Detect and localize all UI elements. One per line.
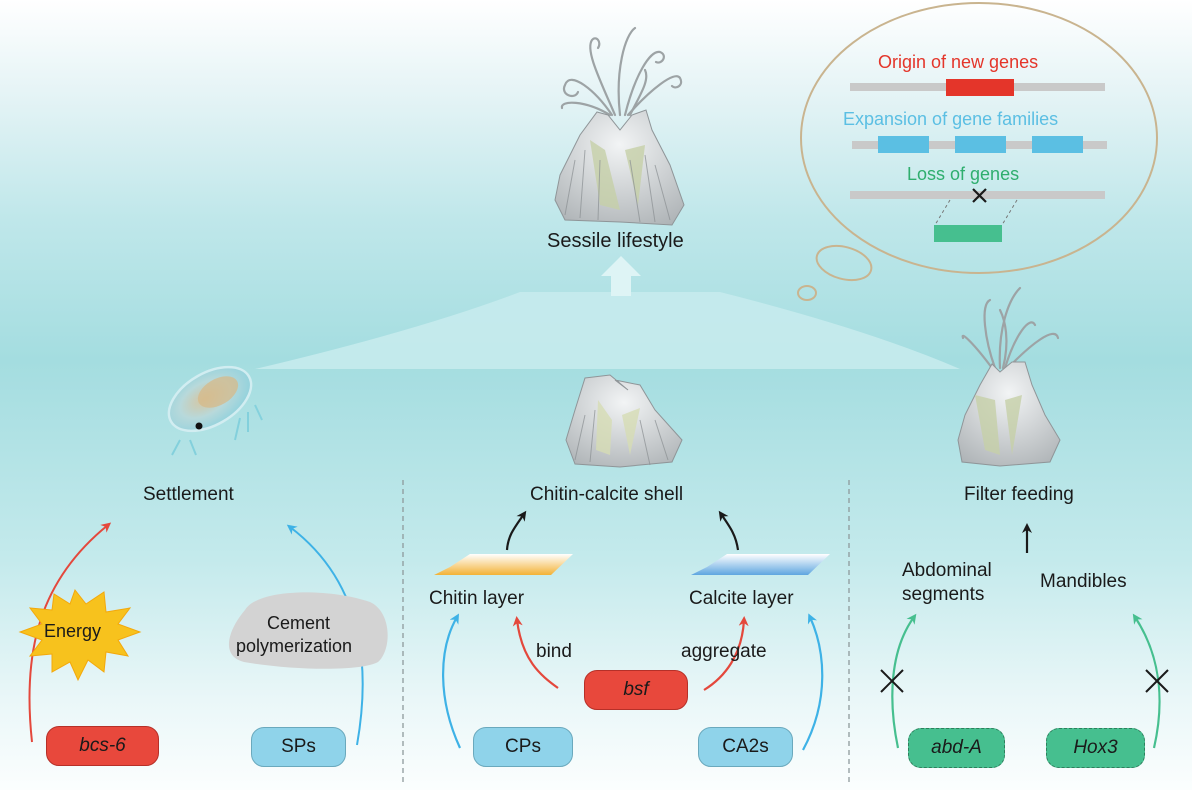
gene-hox3: Hox3 — [1046, 728, 1145, 768]
gene-cps: CPs — [473, 727, 573, 767]
bind-label: bind — [536, 641, 572, 662]
cement-label-line1: Cement — [267, 613, 331, 633]
convergence-shape — [255, 292, 960, 369]
arrow-calcite-to-shell — [718, 510, 740, 551]
arrow-cps-to-chitin — [442, 613, 462, 749]
expansion-gene-families-label: Expansion of gene families — [843, 109, 1059, 129]
gene-loss-x-icon — [972, 188, 987, 203]
energy-starburst-icon — [18, 588, 142, 682]
expanded-gene-block-1 — [878, 136, 929, 153]
cement-label-line2: polymerization — [236, 636, 353, 656]
chitin-calcite-shell-title: Chitin-calcite shell — [530, 484, 684, 505]
gene-sps: SPs — [251, 727, 346, 767]
new-gene-block — [946, 79, 1014, 96]
calcite-layer-label: Calcite layer — [689, 588, 794, 609]
origin-new-genes-label: Origin of new genes — [878, 52, 1039, 72]
settlement-title: Settlement — [143, 484, 234, 505]
thought-bubble — [800, 2, 1158, 274]
loss-of-genes-label: Loss of genes — [907, 164, 1020, 184]
up-arrow-pale — [601, 256, 641, 296]
arrow-chitin-to-shell — [505, 510, 527, 551]
gene-bsf: bsf — [584, 670, 688, 710]
gene-ca2s: CA2s — [698, 727, 793, 767]
energy-label: Energy — [44, 621, 102, 641]
arrow-abda-to-abdominal — [891, 613, 917, 749]
thought-bubble-small — [815, 244, 873, 282]
calcite-layer-icon — [691, 554, 830, 575]
arrow-bsf-to-calcite — [703, 616, 749, 691]
sessile-lifestyle-title: Sessile lifestyle — [547, 230, 684, 252]
thought-bubble-tiny — [797, 285, 817, 301]
expanded-gene-block-2 — [955, 136, 1006, 153]
barnacle-middle-illustration — [565, 374, 683, 468]
chitin-layer-label: Chitin layer — [429, 588, 525, 609]
gene-loss-x-icon-abda — [880, 669, 904, 693]
expanded-gene-block-3 — [1032, 136, 1083, 153]
cement-blob-icon — [228, 592, 388, 669]
lost-gene-block — [934, 225, 1002, 242]
gene-loss-x-icon-hox3 — [1145, 669, 1169, 693]
aggregate-label: aggregate — [681, 641, 767, 662]
arrow-bsf-to-chitin — [512, 616, 559, 689]
barnacle-top-illustration — [554, 26, 685, 226]
gene-bcs6: bcs-6 — [46, 726, 159, 766]
barnacle-right-illustration — [957, 286, 1061, 467]
mandibles-label: Mandibles — [1040, 571, 1127, 592]
abdominal-label-line1: Abdominal — [902, 560, 992, 581]
cyprid-larva-illustration — [167, 365, 263, 456]
filter-feeding-title: Filter feeding — [964, 484, 1074, 505]
abdominal-label-line2: segments — [902, 584, 985, 605]
arrow-ca2s-to-calcite — [802, 613, 824, 751]
gene-abda: abd-A — [908, 728, 1005, 768]
chitin-layer-icon — [434, 554, 573, 575]
